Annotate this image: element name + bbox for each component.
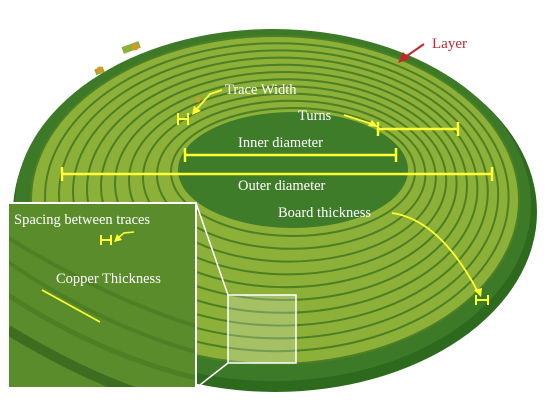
outer-diameter-annotation: Outer diameter xyxy=(60,167,494,194)
trace-width-label: Trace Width xyxy=(225,82,297,98)
board-pads xyxy=(94,41,201,103)
inset-frame xyxy=(7,202,197,389)
zoom-connectors xyxy=(195,202,297,389)
turns-label: Turns xyxy=(298,108,332,124)
copper-thickness-label: Copper Thickness xyxy=(56,271,161,287)
board-thickness-label: Board thickness xyxy=(278,205,371,221)
layer-label: Layer xyxy=(432,36,467,52)
copper-thickness-annotation: Copper Thickness xyxy=(41,271,161,323)
trace-width-annotation: Trace Width xyxy=(177,82,297,125)
inner-diameter-label: Inner diameter xyxy=(238,135,323,151)
zoom-source-box xyxy=(227,294,297,364)
spacing-annotation: Spacing between traces xyxy=(14,212,150,245)
inner-board-area xyxy=(178,112,408,228)
spacing-label: Spacing between traces xyxy=(14,212,150,228)
layer-annotation: Layer xyxy=(398,36,467,63)
pad-inner xyxy=(195,97,201,103)
pad-left xyxy=(96,66,104,74)
pad-right xyxy=(131,43,139,51)
turns-annotation: Turns xyxy=(298,108,460,136)
inner-diameter-annotation: Inner diameter xyxy=(183,135,398,162)
outer-diameter-label: Outer diameter xyxy=(238,178,326,194)
board-thickness-annotation: Board thickness xyxy=(278,205,489,305)
magnified-inset xyxy=(7,202,197,389)
